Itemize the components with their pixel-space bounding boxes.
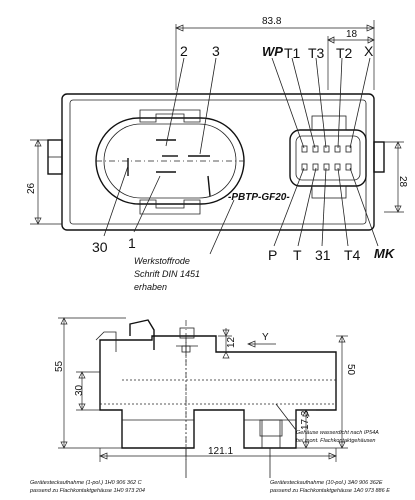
multipin-connector-inner xyxy=(295,135,361,181)
housing-note-line-2: bei mont. Flachkontaktgehäusen xyxy=(296,438,376,444)
direction-y-label: Y xyxy=(262,332,269,343)
side-view: 55 30 50 12 Y 17.3 xyxy=(29,317,390,494)
dim-side-offset-12: 12 xyxy=(226,336,237,348)
dim-side-height-50: 50 xyxy=(345,364,356,376)
pin-label-t3: T3 xyxy=(308,45,325,61)
dim-side-height-30: 30 xyxy=(74,384,85,396)
multipin-connector-outer xyxy=(289,129,367,187)
pin-label-t: T xyxy=(293,247,302,263)
top-view: -PBTP-GF20- 2 3 WP T1 T3 T2 X 30 1 P T 3… xyxy=(26,16,408,292)
left-socket-note-line-2: passend zu Flachkontaktgehäuse 1H0 973 2… xyxy=(29,488,145,494)
pin-label-2: 2 xyxy=(180,43,188,59)
dim-overall-width: 83.8 xyxy=(262,16,282,27)
housing-outline xyxy=(61,93,375,231)
left-socket-note-line-1: Gerätesteckaufnahme (1-pol.) 1H0 906 362… xyxy=(30,480,142,486)
pin-label-31: 31 xyxy=(315,247,331,263)
pin-label-t2: T2 xyxy=(336,45,353,61)
note-line-3: erhaben xyxy=(134,282,167,292)
dim-body-height: 26 xyxy=(26,182,37,194)
note-line-1: Werkstoffrode xyxy=(134,256,190,266)
pin-label-1: 1 xyxy=(128,235,136,251)
pin-label-t4: T4 xyxy=(344,247,361,263)
pin-label-p: P xyxy=(268,247,277,263)
dim-side-offset-17-3: 17.3 xyxy=(300,410,311,430)
multipin-pins xyxy=(301,145,352,171)
pin-label-t1: T1 xyxy=(284,45,301,61)
note-line-2: Schrift DIN 1451 xyxy=(134,269,200,279)
dim-side-width-121-1: 121.1 xyxy=(208,446,233,457)
right-socket-note-line-1: Gerätesteckaufnahme (10-pol.) 3A0 906 36… xyxy=(270,480,383,486)
dim-connector-offset: 18 xyxy=(346,29,358,40)
dim-side-height-55: 55 xyxy=(54,360,65,372)
pin-label-30: 30 xyxy=(92,239,108,255)
pin-label-wp: WP xyxy=(262,44,283,59)
right-mount-tab xyxy=(373,141,385,173)
housing-note-line-1: Gehäuse wasserdicht nach IP54A xyxy=(296,430,379,436)
pin-label-mk: MK xyxy=(374,246,396,261)
material-mark: -PBTP-GF20- xyxy=(228,192,290,203)
right-socket-note-line-2: passend zu Flachkontaktgehäuse 1A0 973 8… xyxy=(269,488,390,494)
pin-label-3: 3 xyxy=(212,43,220,59)
pin-label-x: X xyxy=(364,43,374,59)
dim-connector-height: 28 xyxy=(397,176,408,188)
side-connector-cap xyxy=(179,327,195,339)
